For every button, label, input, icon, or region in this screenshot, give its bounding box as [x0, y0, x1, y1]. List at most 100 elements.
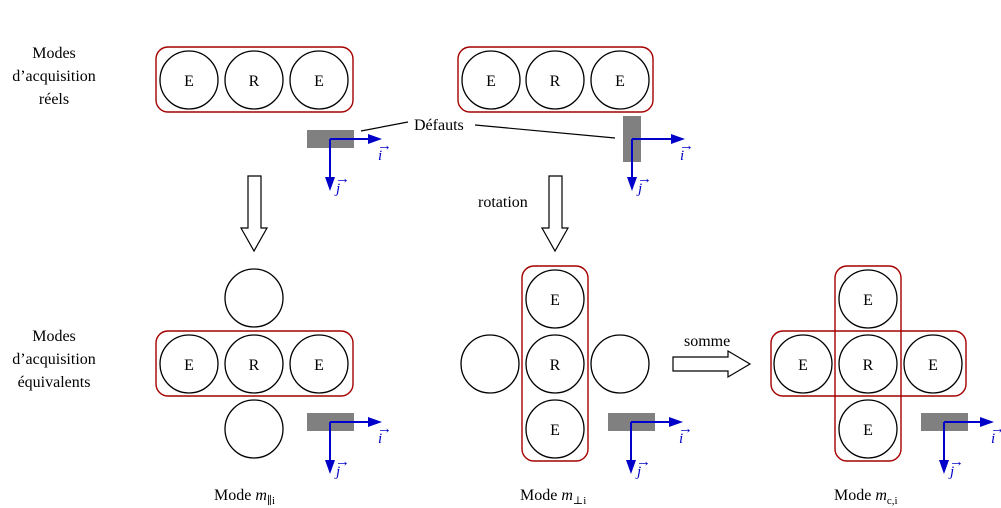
real-mode-vertical-defect-probe: E R E	[457, 46, 654, 113]
j-axis-label: j	[948, 464, 954, 480]
j-vector-arrow-icon: →	[335, 171, 350, 187]
j-axis-label: j	[635, 464, 641, 480]
receiver-letter: R	[863, 357, 874, 374]
receiver-element	[525, 334, 585, 394]
emitter-element	[590, 50, 650, 110]
rotation-label: rotation	[478, 194, 528, 211]
j-vector-arrow-icon: →	[637, 171, 652, 187]
virtual-element	[590, 334, 650, 394]
receiver-element	[838, 334, 898, 394]
probe-frame	[521, 265, 589, 462]
emitter-element	[903, 334, 963, 394]
j-axis-label: j	[334, 181, 340, 197]
defect-horizontal-real: i → j →	[307, 130, 392, 197]
defect-horizontal-combined: i → j →	[921, 413, 1001, 480]
emitter-letter: E	[314, 73, 324, 90]
equiv-modes-label: Modes d’acquisition équivalents	[12, 328, 96, 391]
emitter-element	[159, 50, 219, 110]
caption-prefix: Mode	[520, 487, 561, 504]
sum-arrow: somme	[672, 333, 752, 379]
j-vector-arrow-icon: →	[335, 454, 350, 470]
defect-horizontal-parallel: i → j →	[307, 413, 392, 480]
real-mode-horizontal-probe: E R E	[155, 46, 354, 113]
j-axis-arrowhead	[626, 460, 636, 474]
probe-frame	[457, 46, 654, 113]
emitter-letter: E	[615, 73, 625, 90]
virtual-element	[460, 334, 520, 394]
emitter-element	[159, 334, 219, 394]
equiv-mode-perpendicular: E R E	[460, 265, 650, 462]
caption-prefix: Mode	[214, 487, 255, 504]
equiv-modes-label-line3: équivalents	[18, 374, 91, 391]
equiv-modes-label-line2: d’acquisition	[12, 351, 96, 368]
i-axis-label: i	[378, 148, 382, 164]
probe-frame-horizontal	[770, 330, 967, 397]
probe-frame	[155, 46, 354, 113]
emitter-letter: E	[863, 422, 873, 439]
caption-perpendicular-text: Mode m⊥i	[520, 487, 586, 507]
caption-subscript: ∥i	[267, 494, 275, 507]
receiver-element	[525, 50, 585, 110]
sum-label: somme	[684, 333, 730, 350]
caption-symbol: m	[561, 487, 573, 504]
real-modes-label: Modes d’acquisition réels	[12, 45, 96, 108]
i-axis-label: i	[991, 431, 995, 447]
down-arrow-left	[239, 175, 269, 253]
i-axis-arrowhead	[980, 417, 994, 427]
i-vector-arrow-icon: →	[990, 421, 1001, 437]
j-axis-arrowhead	[325, 177, 335, 191]
i-axis-arrowhead	[669, 417, 683, 427]
emitter-element	[838, 269, 898, 329]
j-axis-arrowhead	[325, 460, 335, 474]
caption-combined-text: Mode mc,i	[834, 487, 898, 507]
receiver-letter: R	[550, 357, 561, 374]
j-axis-arrowhead	[939, 460, 949, 474]
i-axis-label: i	[378, 431, 382, 447]
equiv-mode-combined: E E R E E	[770, 265, 967, 462]
i-vector-arrow-icon: →	[377, 421, 392, 437]
virtual-element	[224, 399, 284, 459]
right-arrow-icon	[672, 349, 752, 379]
defect-vertical-real: i → j →	[623, 116, 694, 197]
down-arrow-icon	[239, 175, 269, 253]
down-arrow-icon	[540, 175, 570, 253]
i-vector-arrow-icon: →	[679, 138, 694, 154]
leader-line-right	[474, 124, 616, 139]
i-axis-label: i	[679, 431, 683, 447]
caption-parallel: Mode m∥i	[214, 487, 275, 507]
caption-parallel-text: Mode m∥i	[214, 487, 275, 507]
emitter-letter: E	[184, 357, 194, 374]
j-axis-label: j	[636, 181, 642, 197]
probe-frame-vertical	[834, 265, 902, 462]
emitter-element	[838, 399, 898, 459]
emitter-letter: E	[928, 357, 938, 374]
i-vector-arrow-icon: →	[377, 138, 392, 154]
emitter-element	[773, 334, 833, 394]
emitter-letter: E	[550, 422, 560, 439]
j-axis-arrowhead	[627, 177, 637, 191]
emitter-letter: E	[550, 292, 560, 309]
emitter-element	[525, 399, 585, 459]
i-axis-arrowhead	[368, 134, 382, 144]
emitter-letter: E	[184, 73, 194, 90]
leader-line-left	[360, 121, 409, 132]
emitter-letter: E	[486, 73, 496, 90]
probe-frame	[155, 330, 354, 397]
emitter-letter: E	[314, 357, 324, 374]
emitter-element	[525, 269, 585, 329]
defects-callout: Défauts	[360, 117, 616, 139]
j-vector-arrow-icon: →	[949, 454, 964, 470]
defects-label: Défauts	[414, 117, 464, 134]
caption-perpendicular: Mode m⊥i	[520, 487, 586, 507]
caption-combined: Mode mc,i	[834, 487, 898, 507]
receiver-letter: R	[249, 357, 260, 374]
caption-symbol: m	[255, 487, 267, 504]
i-axis-label: i	[680, 148, 684, 164]
emitter-element	[289, 50, 349, 110]
real-modes-label-line1: Modes	[32, 45, 76, 62]
i-axis-arrowhead	[671, 134, 685, 144]
j-axis-label: j	[334, 464, 340, 480]
equiv-mode-parallel: E R E	[155, 268, 354, 459]
receiver-element	[224, 50, 284, 110]
